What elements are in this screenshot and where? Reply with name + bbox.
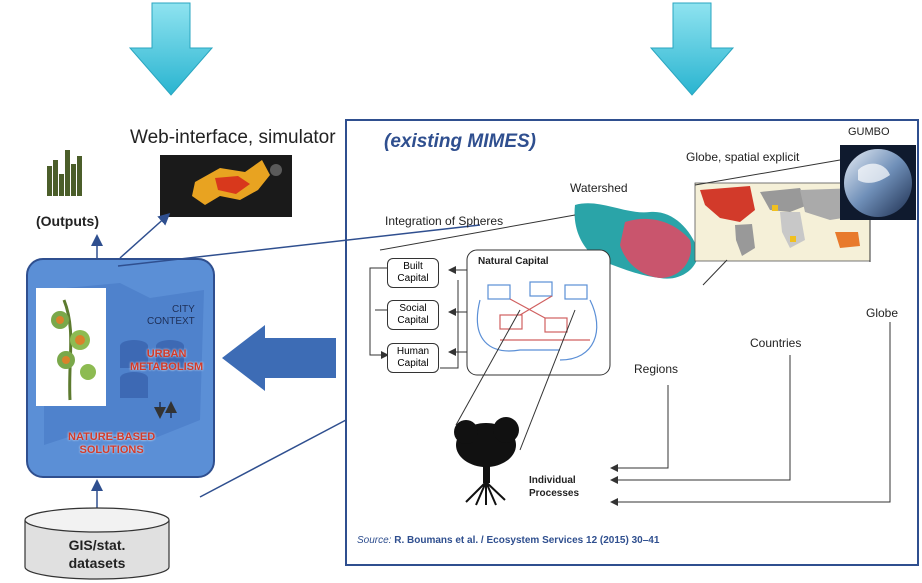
exchange-arrows-icon <box>154 401 177 419</box>
gis-datasets-label: GIS/stat. datasets <box>68 537 126 571</box>
globe-spatial-label: Globe, spatial explicit <box>686 150 800 164</box>
watershed-label: Watershed <box>570 181 628 195</box>
left-arrow <box>222 325 336 391</box>
globe-label: Globe <box>866 306 899 320</box>
tree-icon <box>454 417 519 506</box>
nature-based-solutions-label: NATURE-BASED SOLUTIONS <box>68 431 156 456</box>
source-prefix: Source: <box>357 535 392 546</box>
simulator-screenshot-icon <box>160 155 292 217</box>
individual-processes-label: Individual Processes <box>529 475 580 499</box>
flow-network-icon <box>476 281 598 361</box>
gumbo-label: GUMBO <box>848 126 890 138</box>
source-text: R. Boumans et al. / Ecosystem Services 1… <box>394 535 660 546</box>
natural-capital-box <box>466 249 611 376</box>
web-interface-label: Web-interface, simulator <box>130 127 336 148</box>
bar-chart-icon <box>47 150 82 196</box>
mimes-title: (existing MIMES) <box>384 131 537 152</box>
natural-capital-label: Natural Capital <box>478 256 549 267</box>
city-context-label: CITY CONTEXT <box>147 304 195 327</box>
down-arrow-left <box>128 2 214 96</box>
integration-label: Integration of Spheres <box>385 214 504 228</box>
globe-image-icon <box>840 145 916 220</box>
metabolism-cylinders-icon <box>120 340 184 398</box>
down-arrow-right <box>649 2 735 96</box>
source-citation: Source: R. Boumans et al. / Ecosystem Se… <box>357 535 659 546</box>
outputs-label: (Outputs) <box>36 213 99 229</box>
urban-metabolism-label: URBAN METABOLISM <box>130 348 204 373</box>
tree-illustration-icon <box>51 299 96 401</box>
regions-label: Regions <box>634 362 679 376</box>
database-cylinder-icon <box>24 507 170 580</box>
countries-label: Countries <box>750 336 802 350</box>
